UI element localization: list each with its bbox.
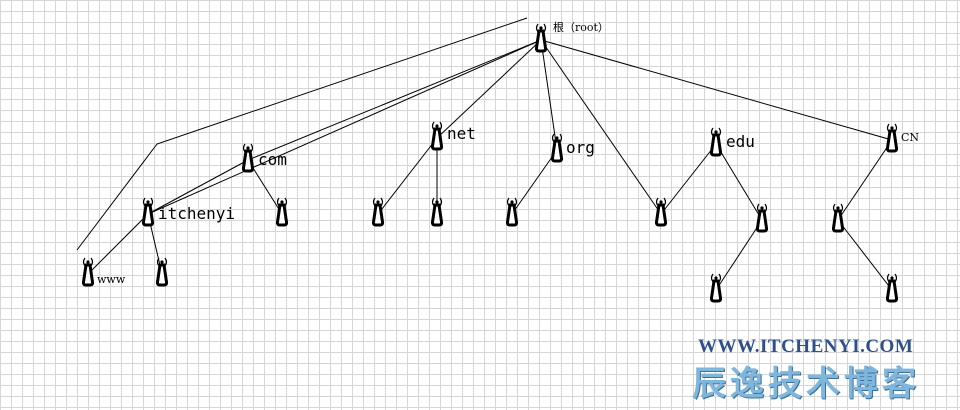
- edge-root-to-com: [247, 39, 542, 161]
- bracket-polyline: [76, 17, 528, 251]
- watermark-url: WWW.ITCHENYI.COM: [698, 336, 914, 357]
- watermark-brand: 辰逸技术博客: [692, 364, 920, 404]
- edge-root-to-cn: [540, 39, 893, 141]
- edge-com-to-itchenyi: [147, 159, 249, 215]
- antenna-icon-edu: [709, 127, 723, 157]
- edge-root-to-org: [540, 39, 558, 151]
- node-label-org: org: [566, 138, 595, 157]
- node-label-www: www: [97, 273, 126, 286]
- node-label-net: net: [447, 124, 476, 143]
- node-label-cn: CN: [901, 131, 920, 144]
- node-label-edu: edu: [726, 132, 755, 151]
- node-label-itchenyi: itchenyi: [158, 204, 236, 223]
- edge-org-to-org-child: [511, 149, 558, 215]
- antenna-icon-edu-child-2: [755, 203, 769, 233]
- antenna-icon-org-child: [505, 197, 519, 227]
- antenna-icon-cn-child-2: [885, 273, 899, 303]
- antenna-icon-edu-child-1: [654, 197, 668, 227]
- bracket-lines: [76, 17, 528, 251]
- edge-edu-to-edu-child-2: [715, 143, 763, 221]
- edge-edu-child-2-to-edu-grandchild: [715, 219, 763, 291]
- edge-itchenyi-to-www: [87, 213, 149, 275]
- antenna-icon-cn: [885, 123, 899, 153]
- tree-edges: [87, 39, 893, 291]
- edge-cn-to-cn-child-1: [837, 139, 893, 221]
- node-label-com: com: [258, 150, 287, 169]
- antenna-icon-net-child-1: [371, 197, 385, 227]
- antenna-icon-net: [430, 121, 444, 151]
- antenna-icon-net-child-2: [430, 197, 444, 227]
- antenna-icon-cn-child-1: [831, 203, 845, 233]
- antenna-icon-www: [81, 257, 95, 287]
- edge-cn-child-1-to-cn-child-2: [837, 219, 893, 291]
- antenna-icon-itchenyi: [141, 197, 155, 227]
- antenna-icon-edu-grandchild: [709, 273, 723, 303]
- tree-nodes: [81, 23, 899, 303]
- edge-root-to-itchenyi: [147, 39, 542, 215]
- node-label-root: 根（root）: [553, 21, 609, 34]
- edge-net-to-net-child-1: [377, 137, 438, 215]
- edge-root-to-edu-child-1: [540, 39, 662, 215]
- antenna-icon-itchenyi-child: [155, 257, 169, 287]
- antenna-icon-root: [534, 23, 548, 53]
- antenna-icon-com-child: [275, 197, 289, 227]
- antenna-icon-com: [241, 143, 255, 173]
- edge-root-to-net: [436, 39, 542, 139]
- edge-edu-to-edu-child-1: [660, 143, 717, 215]
- antenna-icon-org: [550, 133, 564, 163]
